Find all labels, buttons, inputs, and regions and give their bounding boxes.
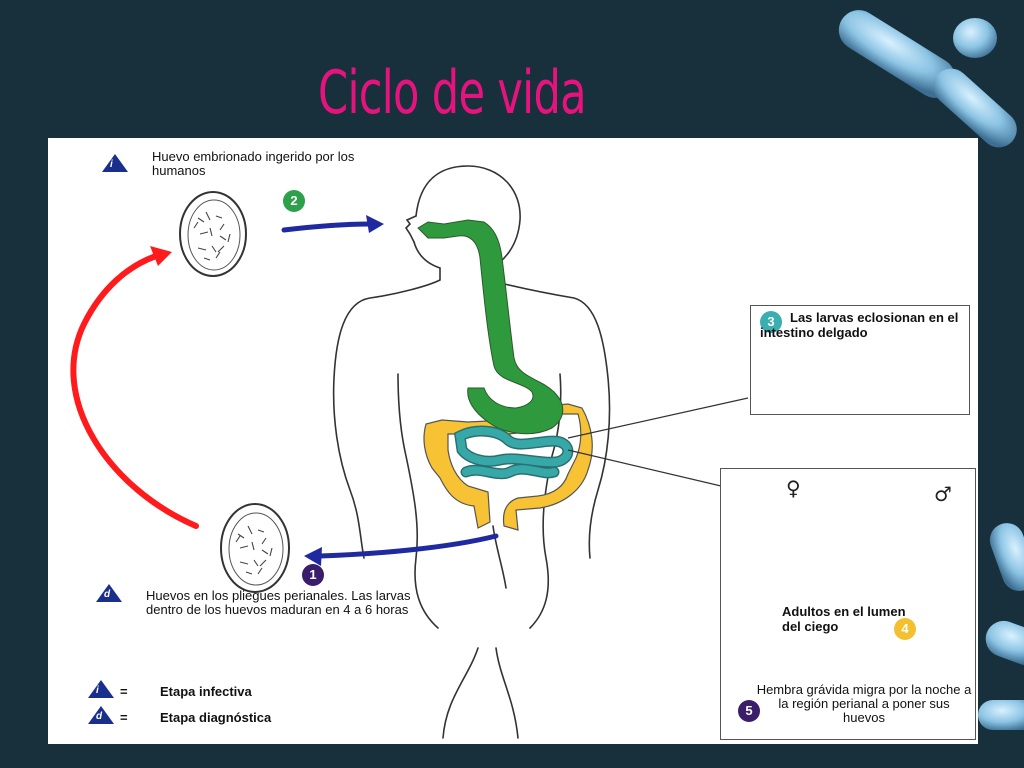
step-badge-1: 1 xyxy=(302,564,324,586)
callout-box-small-intestine xyxy=(750,305,970,415)
step-badge-5: 5 xyxy=(738,700,760,722)
step4-text: Adultos en el lumen del ciego xyxy=(782,604,906,634)
arrow-reinfection xyxy=(70,246,199,529)
step1-text: Huevos en los pliegues perianales. Las l… xyxy=(146,588,411,617)
life-cycle-diagram: i Huevo embrionado ingerido por los huma… xyxy=(48,138,978,744)
arrow-egg-deposit xyxy=(304,533,499,566)
female-symbol: ♀ xyxy=(786,476,801,500)
legend-diagnostic-label: Etapa diagnóstica xyxy=(160,710,272,725)
leader-line-small-intestine xyxy=(567,397,749,439)
male-symbol: ♂ xyxy=(934,482,952,506)
diagram-drawing xyxy=(70,165,931,739)
perianal-egg xyxy=(220,503,290,593)
slide-title: Ciclo de vida xyxy=(318,58,587,128)
legend-equals-2: = xyxy=(120,710,128,725)
bacterium-top-right xyxy=(838,10,1017,148)
embryonated-egg xyxy=(179,191,247,277)
diagnostic-stage-symbol: d xyxy=(96,584,122,602)
legend-infective-label: Etapa infectiva xyxy=(160,684,252,699)
callout-box-cecum xyxy=(720,468,976,740)
legend-equals-1: = xyxy=(120,684,128,699)
bacterium-bottom-right xyxy=(978,523,1024,730)
esophagus-and-stomach xyxy=(417,219,564,435)
arrow-ingestion xyxy=(281,215,384,233)
infective-egg-note: Huevo embrionado ingerido por los humano… xyxy=(152,149,355,178)
legend-diagnostic-symbol: d xyxy=(88,706,114,724)
step5-text: Hembra grávida migra por la noche a la r… xyxy=(756,682,972,725)
infective-stage-symbol: i xyxy=(102,154,128,172)
step-badge-3: 3 xyxy=(760,311,782,333)
step3-text: Las larvas eclosionan en el intestino de… xyxy=(760,310,959,340)
step-badge-4: 4 xyxy=(894,618,916,640)
legend-infective-symbol: i xyxy=(88,680,114,698)
step-badge-2: 2 xyxy=(283,190,305,212)
leader-line-cecum xyxy=(567,449,739,491)
large-intestine xyxy=(423,403,593,531)
